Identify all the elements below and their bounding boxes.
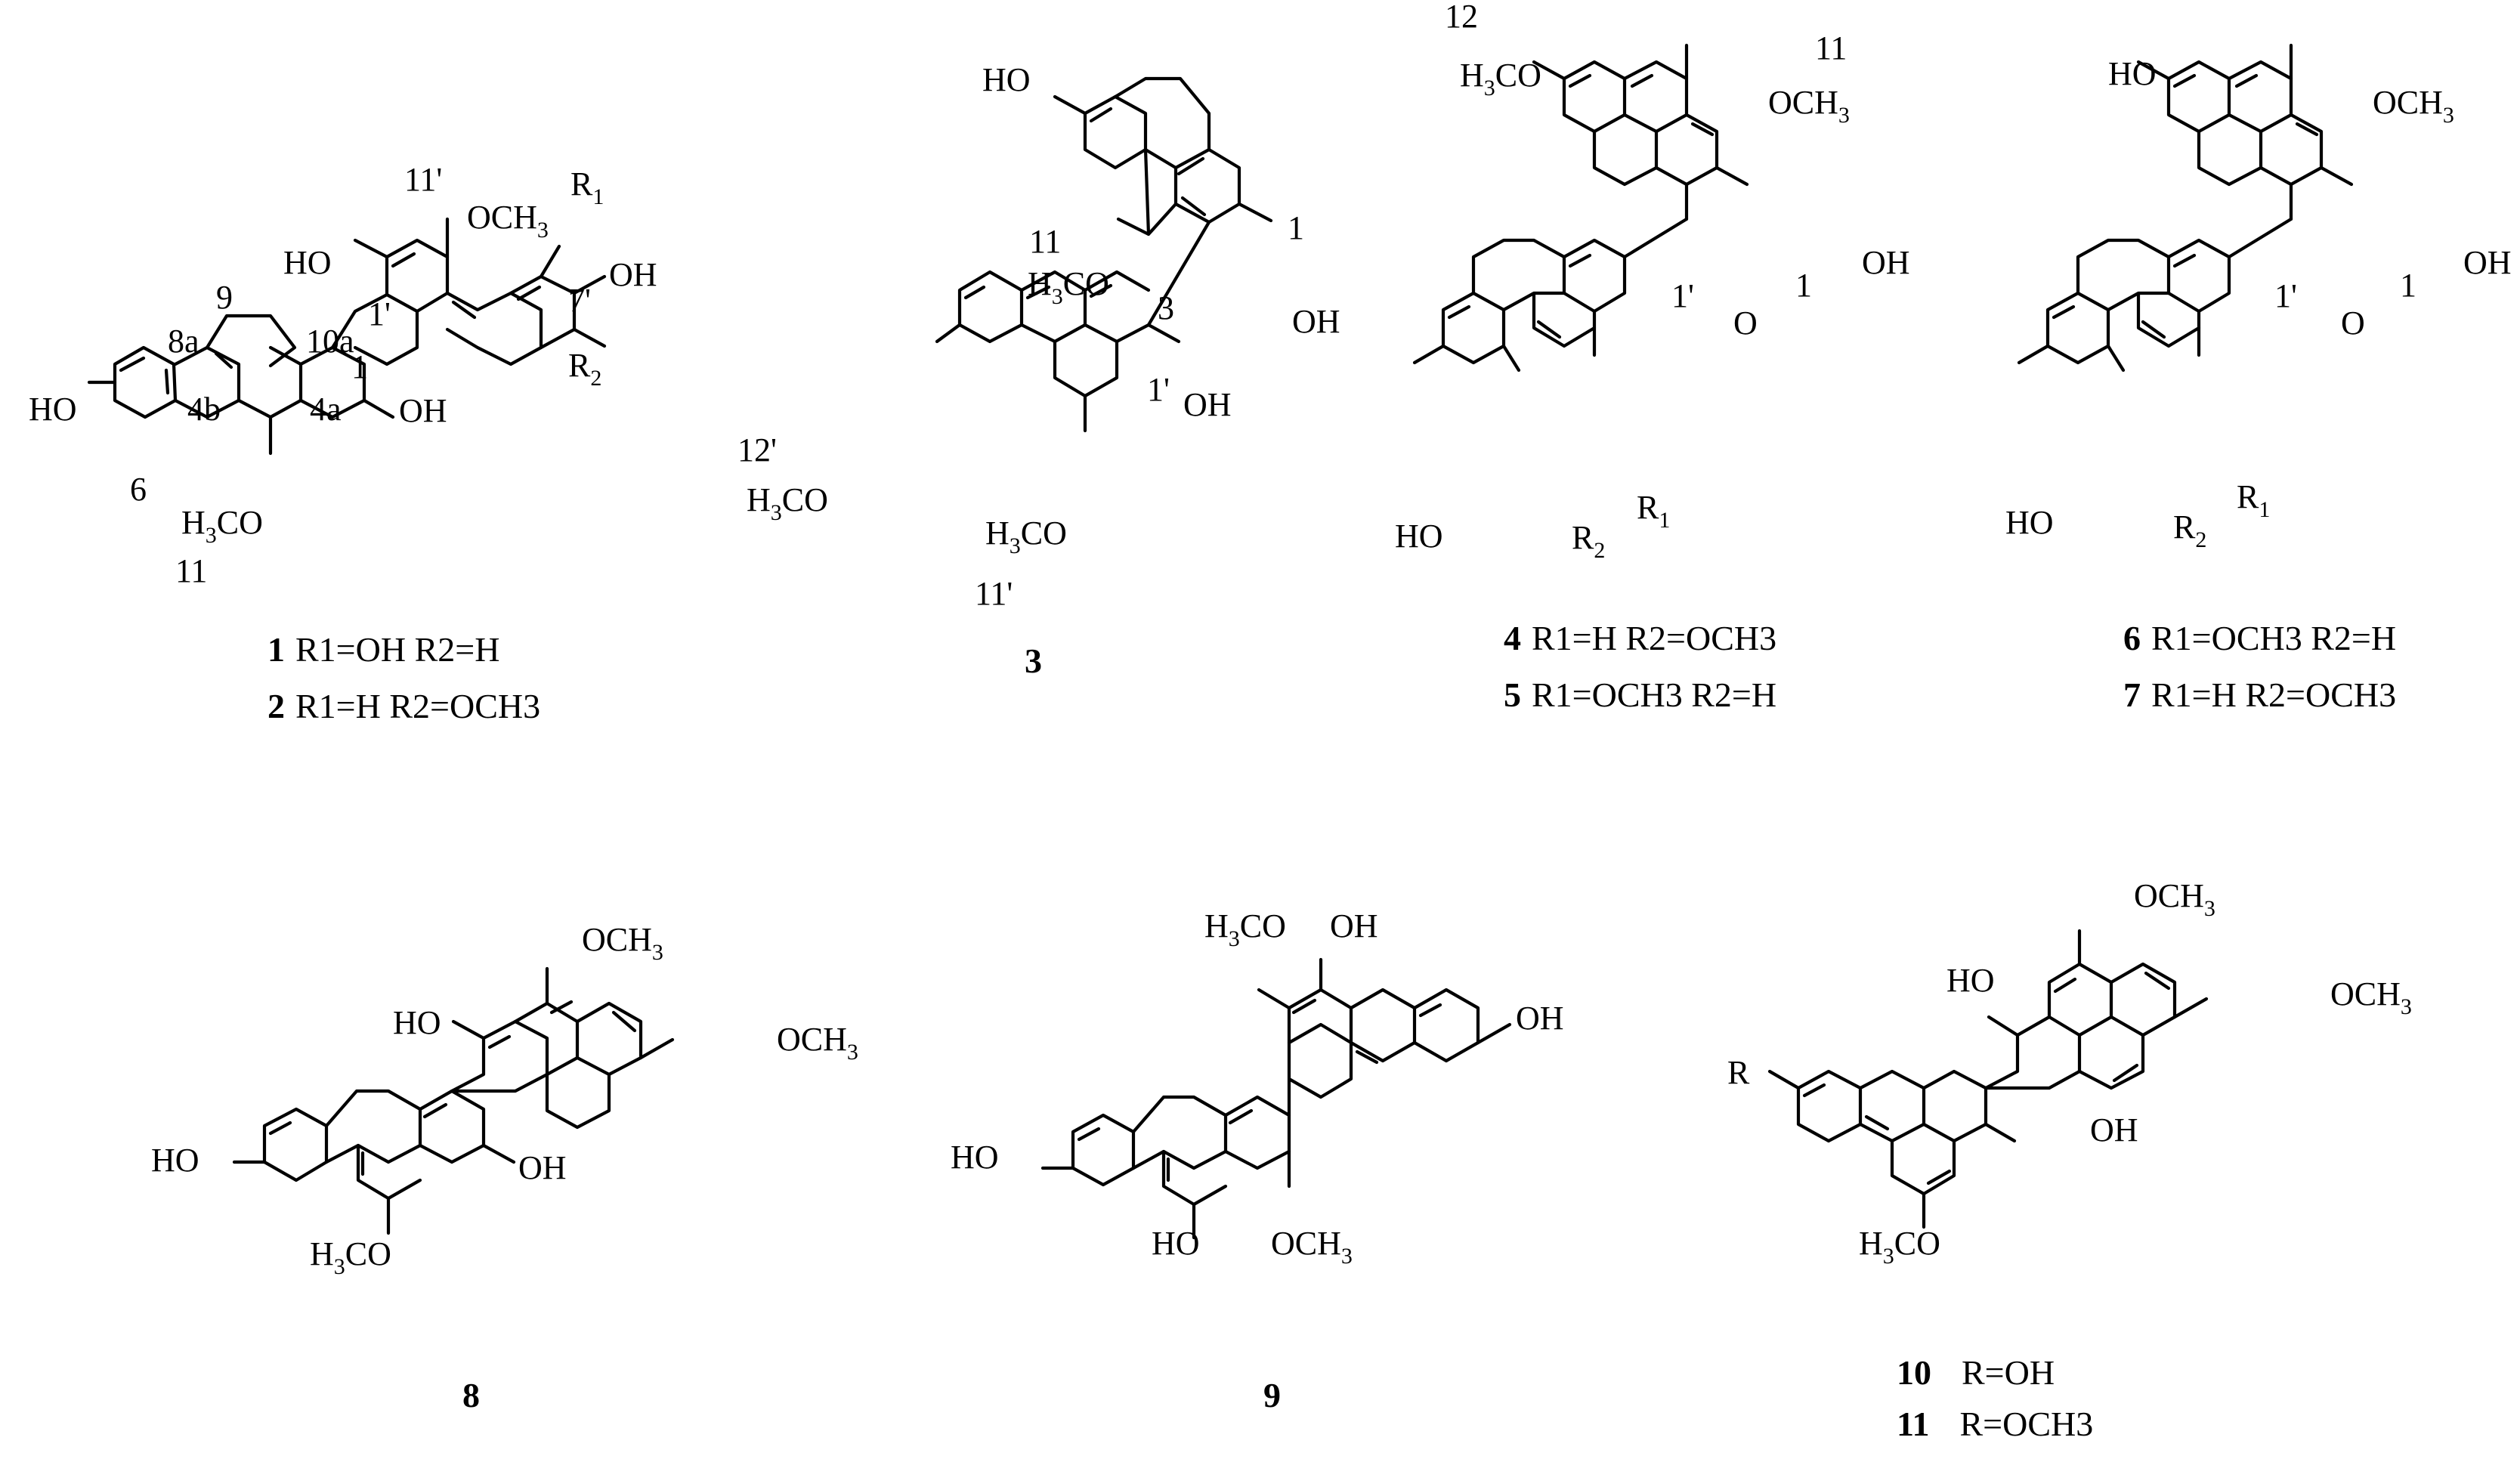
structure-compound-6: HO OCH3 OH 1 O 1' R1 HO R2 (2005, 43, 2512, 552)
label-r: R (1727, 1054, 1750, 1091)
label-och3: OCH3 (467, 199, 549, 243)
label-oh: OH (518, 1149, 567, 1186)
caption-compound-3: 3 (1025, 641, 1042, 680)
caption-compound-8: 8 (462, 1376, 480, 1414)
label-oh: OH (1183, 386, 1232, 423)
label-ho: HO (951, 1139, 999, 1176)
label-och3: OCH3 (777, 1021, 858, 1065)
label-r1: R1 (1637, 489, 1670, 533)
label-9: 9 (216, 279, 233, 316)
label-1: 1 (1795, 267, 1812, 304)
label-oh: OH (609, 256, 657, 293)
label-ho: HO (283, 244, 332, 281)
label-h3co: H3CO (1028, 265, 1109, 309)
label-ho: HO (1946, 962, 1995, 999)
label-och3: OCH3 (1271, 1225, 1353, 1269)
label-12: 12 (1445, 0, 1478, 35)
caption-compound-9: 9 (1263, 1376, 1281, 1414)
label-12p: 12' (737, 431, 777, 468)
label-11: 11 (1815, 29, 1847, 66)
label-11p: 11' (975, 575, 1013, 612)
label-1: 1 (1288, 209, 1304, 246)
label-1p: 1' (2274, 277, 2297, 314)
label-oh: OH (1292, 303, 1340, 340)
label-ho: HO (29, 391, 77, 428)
label-r1: R1 (570, 165, 604, 209)
label-och3: OCH3 (2373, 84, 2454, 128)
structure-compound-3: HO 11 H3CO 3 1 OH 1' OH 12' H3CO H3CO 11… (737, 61, 1340, 612)
label-o: O (2341, 304, 2365, 342)
label-oh: OH (2090, 1111, 2138, 1148)
structure-compound-10: OCH3 HO OCH3 R OH H3CO (1727, 877, 2412, 1269)
label-r2: R2 (1572, 519, 1605, 563)
label-10a: 10a (306, 323, 354, 360)
label-oh: OH (1330, 907, 1378, 944)
label-och3: OCH3 (2330, 975, 2412, 1019)
label-och3: OCH3 (2134, 877, 2215, 921)
label-8a: 8a (168, 323, 199, 360)
label-h3co: H3CO (747, 481, 828, 525)
structure-compound-9: H3CO OH OH HO HO OCH3 (951, 907, 1564, 1269)
label-3: 3 (1158, 289, 1174, 326)
label-ho: HO (982, 61, 1031, 98)
label-oh: OH (2463, 244, 2512, 281)
label-h3co: H3CO (310, 1235, 391, 1279)
label-1p: 1' (1147, 371, 1170, 408)
label-ho: HO (393, 1004, 441, 1041)
label-ho: HO (1395, 518, 1443, 555)
label-1: 1 (351, 348, 368, 385)
label-h3co: H3CO (1204, 907, 1286, 951)
label-r1: R1 (2237, 478, 2270, 522)
label-ho: HO (2005, 504, 2054, 541)
label-h3co: H3CO (985, 515, 1067, 558)
label-1: 1 (2400, 267, 2416, 304)
label-6: 6 (130, 471, 147, 508)
label-och3: OCH3 (582, 921, 663, 965)
label-11p: 11' (404, 161, 442, 198)
label-h3co: H3CO (1460, 57, 1541, 100)
label-ho: HO (151, 1142, 199, 1179)
label-1p: 1' (368, 295, 391, 332)
label-ho: HO (2108, 55, 2157, 92)
label-oh: OH (1862, 244, 1910, 281)
label-oh: OH (399, 392, 447, 429)
label-11: 11 (175, 552, 207, 589)
structure-compound-8: OCH3 HO OCH3 OH HO H3CO (151, 921, 858, 1279)
structure-compound-1: HO 11' OCH3 R1 OH 7' R2 1' 9 8a 10a 1 4b… (29, 161, 657, 589)
label-r2: R2 (568, 347, 601, 391)
label-h3co: H3CO (1859, 1225, 1940, 1269)
label-4a: 4a (310, 391, 342, 428)
label-oh: OH (1516, 1000, 1564, 1037)
label-och3: OCH3 (1768, 84, 1850, 128)
label-4b: 4b (187, 391, 221, 428)
label-11: 11 (1029, 223, 1061, 260)
label-o: O (1733, 304, 1758, 342)
label-7p: 7' (568, 282, 591, 319)
label-ho: HO (1152, 1225, 1200, 1262)
label-1p: 1' (1671, 277, 1694, 314)
label-h3co: H3CO (181, 504, 263, 548)
structure-compound-4: 12 11 H3CO OCH3 OH 1 O 1' R1 HO R2 (1395, 0, 1910, 563)
label-r2: R2 (2173, 508, 2206, 552)
